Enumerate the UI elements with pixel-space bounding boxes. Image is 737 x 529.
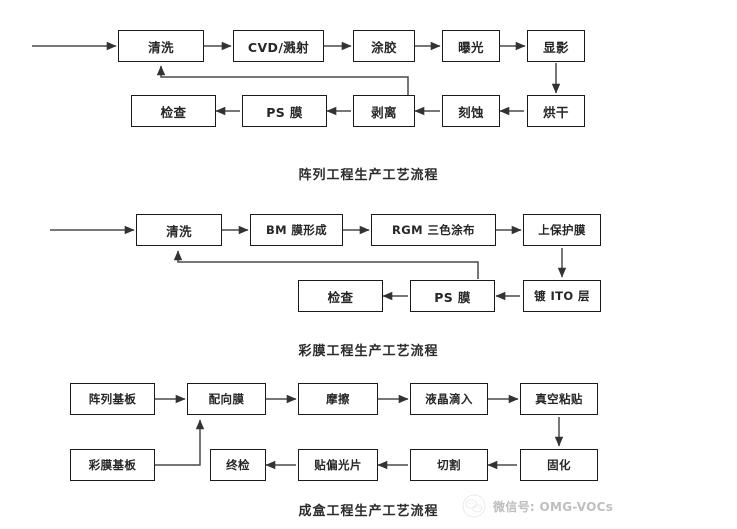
node-cf-r2-0[interactable]: 检查 (298, 280, 383, 312)
node-array-r1-0[interactable]: 清洗 (118, 30, 204, 62)
node-array-r2-0[interactable]: 检查 (131, 95, 216, 127)
node-array-r2-1[interactable]: PS 膜 (242, 95, 327, 127)
node-cell-r2-2[interactable]: 贴偏光片 (298, 449, 378, 481)
node-cell-r1-4[interactable]: 真空粘贴 (520, 383, 598, 415)
node-cell-r1-2[interactable]: 摩擦 (298, 383, 378, 415)
node-cf-r1-3[interactable]: 上保护膜 (523, 214, 601, 246)
caption-array-process: 阵列工程生产工艺流程 (298, 168, 439, 183)
node-cell-r1-1[interactable]: 配向膜 (187, 383, 266, 415)
watermark: 微信号: OMG-VOCs (462, 494, 613, 518)
node-cf-r2-2[interactable]: 镀 ITO 层 (523, 280, 601, 312)
node-cf-r2-1[interactable]: PS 膜 (410, 280, 495, 312)
watermark-text: 微信号: OMG-VOCs (493, 499, 614, 514)
node-array-r1-4[interactable]: 显影 (527, 30, 585, 62)
caption-cell-process: 成盒工程生产工艺流程 (298, 504, 439, 519)
node-array-r2-2[interactable]: 剥离 (353, 95, 415, 127)
node-cf-r1-2[interactable]: RGM 三色涂布 (371, 214, 496, 246)
node-cell-r2-3[interactable]: 切割 (410, 449, 488, 481)
node-array-r1-3[interactable]: 曝光 (442, 30, 500, 62)
node-cf-r1-1[interactable]: BM 膜形成 (250, 214, 343, 246)
node-cell-r2-4[interactable]: 固化 (520, 449, 598, 481)
caption-color-filter-process: 彩膜工程生产工艺流程 (298, 344, 439, 359)
node-cf-r1-0[interactable]: 清洗 (136, 214, 222, 246)
node-cell-r1-0[interactable]: 阵列基板 (70, 383, 155, 415)
node-cell-r1-3[interactable]: 液晶滴入 (410, 383, 488, 415)
node-cell-r2-1[interactable]: 终检 (210, 449, 266, 481)
node-array-r1-2[interactable]: 涂胶 (353, 30, 415, 62)
wechat-logo-icon (462, 494, 486, 518)
node-array-r1-1[interactable]: CVD/溅射 (233, 30, 324, 62)
node-array-r2-4[interactable]: 烘干 (527, 95, 585, 127)
node-cell-r2-0[interactable]: 彩膜基板 (70, 449, 155, 481)
node-array-r2-3[interactable]: 刻蚀 (442, 95, 500, 127)
